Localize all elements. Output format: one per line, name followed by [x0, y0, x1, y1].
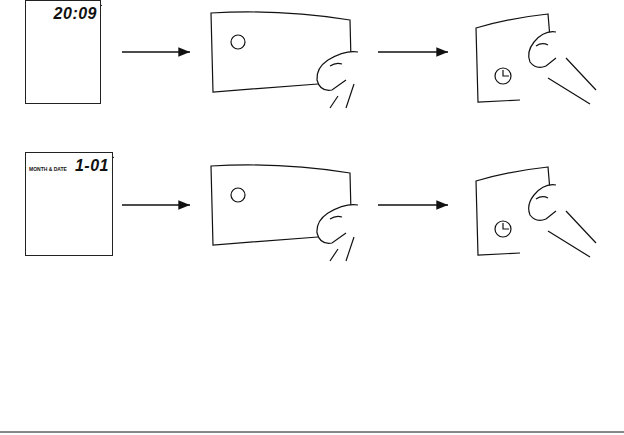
- step-arrow: [378, 204, 448, 205]
- fingernail: [330, 216, 342, 219]
- button-symbol: [231, 35, 245, 49]
- finger: [529, 32, 596, 104]
- footer-rule: [0, 432, 624, 433]
- finger: [317, 52, 358, 108]
- display-digits: 20:09: [54, 6, 97, 22]
- finger: [317, 205, 358, 261]
- display-digits: 1-01: [75, 158, 109, 174]
- clock-hands: [503, 223, 509, 229]
- step-arrow: [378, 51, 448, 52]
- step-arrow: [122, 51, 190, 52]
- clock-button: [495, 68, 511, 84]
- clock-button: [495, 221, 511, 237]
- fingernail: [536, 197, 548, 199]
- fingernail: [536, 44, 548, 46]
- clock-hands: [503, 70, 509, 76]
- fingernail: [330, 63, 342, 66]
- mode-label: MONTH & DATE: [29, 167, 67, 172]
- lcd-display: 20:09: [25, 0, 101, 104]
- button-symbol: [231, 188, 245, 202]
- finger: [529, 185, 596, 257]
- lcd-display: MONTH & DATE 1-01: [25, 152, 113, 256]
- step-arrow: [122, 204, 190, 205]
